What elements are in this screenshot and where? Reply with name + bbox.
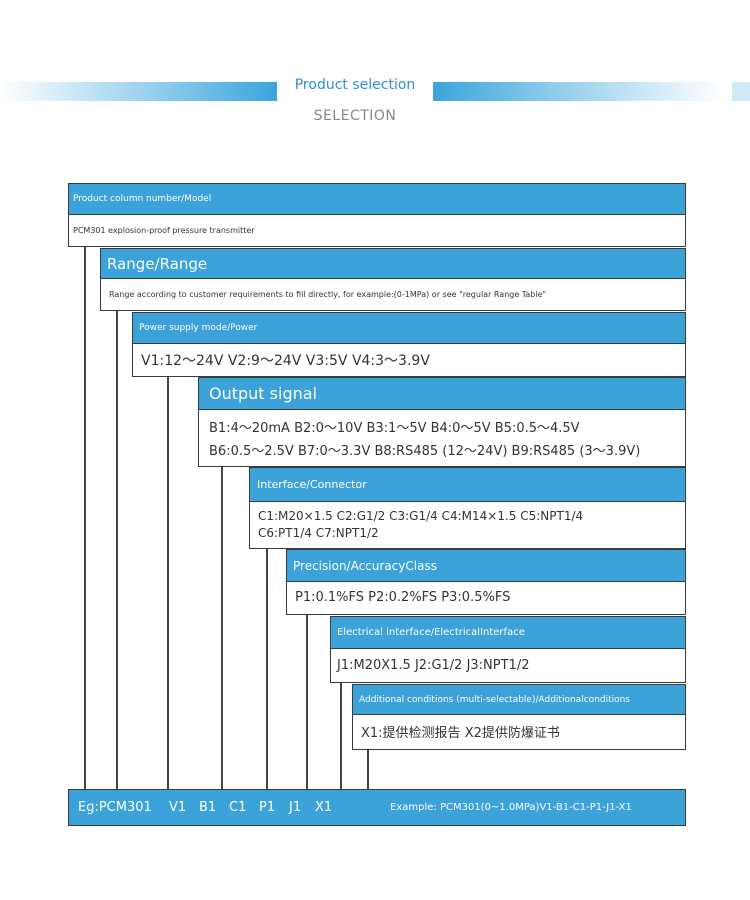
block-power-title: Power supply mode/Power (133, 313, 685, 344)
block-interface: Interface/Connector C1:M20×1.5 C2:G1/2 C… (249, 467, 686, 549)
example-code-x: X1 (315, 800, 333, 815)
block-interface-line-2: C6:PT1/4 C7:NPT1/2 (258, 526, 379, 540)
block-output-title: Output signal (199, 378, 685, 410)
section-title: Product selection (294, 77, 416, 93)
block-precision-body: P1:0.1%FS P2:0.2%FS P3:0.5%FS (287, 582, 685, 613)
block-model-title: Product column number/Model (69, 184, 685, 215)
header-bar-left (0, 82, 277, 101)
block-range-line: Range according to customer requirements… (109, 289, 547, 299)
connector-line-output (221, 466, 223, 790)
block-precision: Precision/AccuracyClass P1:0.1%FS P2:0.2… (286, 549, 686, 615)
connector-line-power (167, 376, 169, 790)
block-output: Output signal B1:4～20mA B2:0～10V B3:1～5V… (198, 377, 686, 467)
example-label-text: Example: (390, 802, 440, 813)
example-code-p: P1 (259, 800, 276, 815)
connector-line-precision (306, 614, 308, 790)
block-electrical-body: J1:M20X1.5 J2:G1/2 J3:NPT1/2 (331, 649, 685, 681)
header-bar-right-tail (732, 82, 750, 101)
connector-line-additional (367, 749, 369, 790)
block-electrical: Electrical interface/ElectricalInterface… (330, 616, 686, 683)
example-code-v: V1 (169, 800, 187, 815)
example-code-c: C1 (229, 800, 247, 815)
example-code-b: B1 (199, 800, 217, 815)
block-output-line-1: B1:4～20mA B2:0～10V B3:1～5V B4:0～5V B5:0.… (209, 420, 580, 436)
block-power-line: V1:12～24V V2:9～24V V3:5V V4:3～3.9V (141, 352, 430, 369)
block-additional-line: X1:提供检测报告 X2提供防爆证书 (361, 726, 560, 741)
block-precision-line: P1:0.1%FS P2:0.2%FS P3:0.5%FS (295, 590, 511, 605)
block-additional: Additional conditions (multi-selectable)… (352, 684, 686, 750)
block-interface-title: Interface/Connector (250, 468, 685, 502)
example-bar: Eg:PCM301 V1 B1 C1 P1 J1 X1 Example: PCM… (68, 789, 686, 826)
example-prefix: Eg:PCM301 (78, 800, 152, 815)
block-model-body: PCM301 explosion-proof pressure transmit… (69, 215, 685, 245)
block-interface-body: C1:M20×1.5 C2:G1/2 C3:G1/4 C4:M14×1.5 C5… (250, 502, 685, 547)
block-output-line-2: B6:0.5～2.5V B7:0～3.3V B8:RS485 (12～24V) … (209, 443, 641, 459)
header-bar-right (433, 82, 723, 101)
block-additional-body: X1:提供检测报告 X2提供防爆证书 (353, 715, 685, 748)
block-interface-line-1: C1:M20×1.5 C2:G1/2 C3:G1/4 C4:M14×1.5 C5… (258, 509, 584, 523)
example-value: PCM301(0~1.0MPa)V1-B1-C1-P1-J1-X1 (439, 802, 632, 813)
example-label: Example: PCM301(0~1.0MPa)V1-B1-C1-P1-J1-… (390, 802, 632, 813)
connector-line-range (116, 310, 118, 790)
connector-line-electrical (340, 682, 342, 790)
example-code-j: J1 (289, 800, 302, 815)
block-precision-title: Precision/AccuracyClass (287, 550, 685, 582)
connector-line-interface (266, 548, 268, 790)
block-model-line: PCM301 explosion-proof pressure transmit… (73, 225, 255, 235)
block-electrical-line: J1:M20X1.5 J2:G1/2 J3:NPT1/2 (337, 657, 530, 673)
block-power: Power supply mode/Power V1:12～24V V2:9～2… (132, 312, 686, 377)
block-range-body: Range according to customer requirements… (101, 279, 685, 309)
block-model: Product column number/Model PCM301 explo… (68, 183, 686, 247)
block-output-body: B1:4～20mA B2:0～10V B3:1～5V B4:0～5V B5:0.… (199, 410, 685, 465)
connector-line-model (84, 246, 86, 790)
block-additional-title: Additional conditions (multi-selectable)… (353, 685, 685, 715)
block-range: Range/Range Range according to customer … (100, 248, 686, 311)
block-electrical-title: Electrical interface/ElectricalInterface (331, 617, 685, 649)
block-range-title: Range/Range (101, 249, 685, 279)
block-power-body: V1:12～24V V2:9～24V V3:5V V4:3～3.9V (133, 344, 685, 375)
section-subtitle: SELECTION (313, 108, 397, 124)
